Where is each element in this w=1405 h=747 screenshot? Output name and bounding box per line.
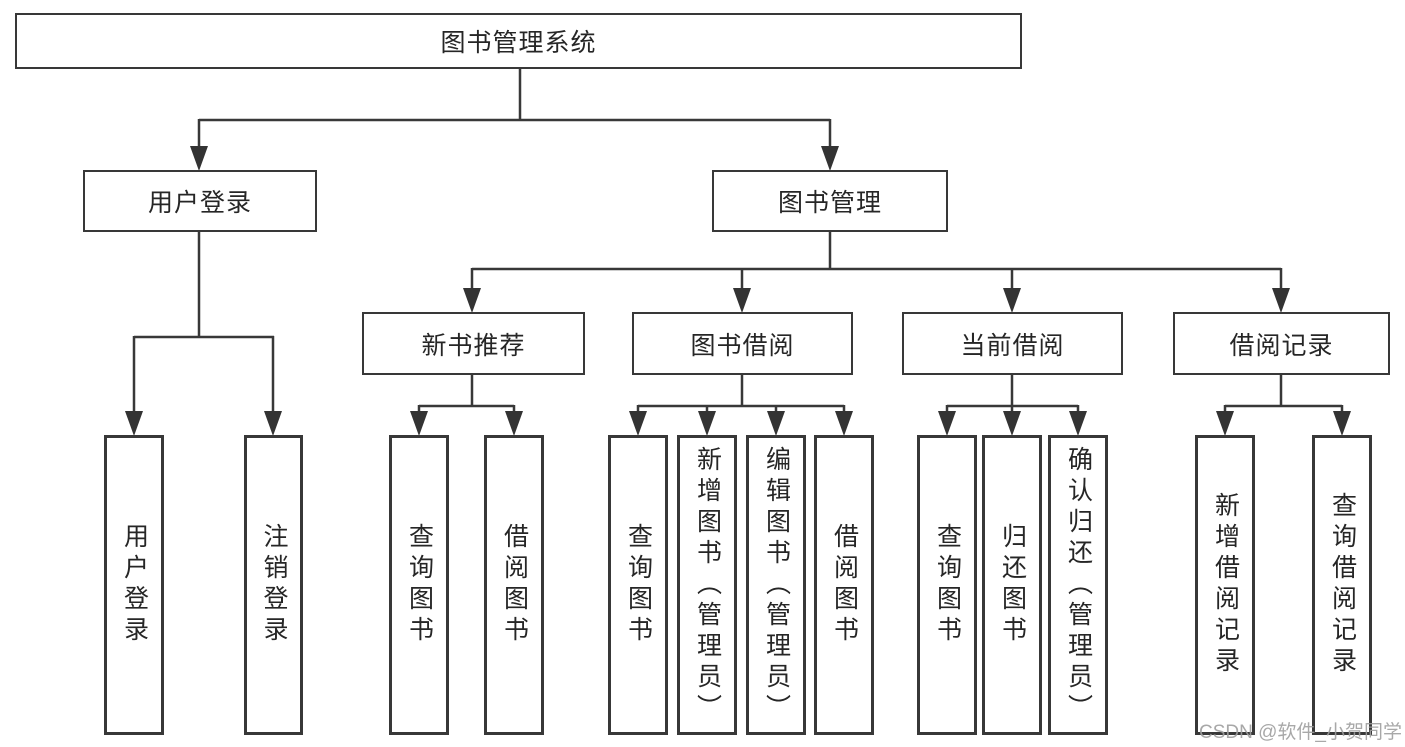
arrow-down-icon — [938, 411, 956, 436]
connector-records-to-leaves — [1223, 375, 1344, 416]
node-leaf-current-query-books: 查询图书 — [917, 435, 977, 735]
arrow-down-icon — [1003, 288, 1021, 313]
arrow-down-icon — [1333, 411, 1351, 436]
node-leaf-edit-books-admin: 编辑图书（管理员） — [746, 435, 806, 735]
arrowheads — [125, 146, 1351, 436]
node-leaf-logout: 注销登录 — [244, 435, 303, 735]
arrow-down-icon — [698, 411, 716, 436]
leaf-label: 借阅图书 — [500, 523, 529, 647]
connector-userlogin-to-leaves — [132, 232, 275, 415]
arrow-down-icon — [1003, 411, 1021, 436]
node-leaf-query-borrow-record: 查询借阅记录 — [1312, 435, 1372, 735]
connector-current-to-leaves — [945, 375, 1080, 416]
arrow-down-icon — [125, 411, 143, 436]
leaf-label: 编辑图书（管理员） — [762, 445, 791, 725]
arrow-down-icon — [1069, 411, 1087, 436]
node-book-borrowing: 图书借阅 — [632, 312, 853, 375]
leaf-label: 查询图书 — [405, 523, 434, 647]
arrow-down-icon — [264, 411, 282, 436]
node-leaf-add-books-admin: 新增图书（管理员） — [677, 435, 737, 735]
arrow-down-icon — [629, 411, 647, 436]
node-leaf-borrow-query-books: 查询图书 — [608, 435, 668, 735]
arrow-down-icon — [410, 411, 428, 436]
node-leaf-add-borrow-record: 新增借阅记录 — [1195, 435, 1255, 735]
leaf-label: 归还图书 — [998, 523, 1027, 647]
node-user-login-branch: 用户登录 — [83, 170, 317, 232]
node-leaf-borrow-borrow-books: 借阅图书 — [814, 435, 874, 735]
node-leaf-user-login: 用户登录 — [104, 435, 164, 735]
leaf-label: 查询图书 — [624, 523, 653, 647]
arrow-down-icon — [1216, 411, 1234, 436]
arrow-down-icon — [767, 411, 785, 436]
leaf-label: 借阅图书 — [830, 523, 859, 647]
leaf-label: 查询借阅记录 — [1328, 492, 1357, 678]
arrow-down-icon — [821, 146, 839, 171]
node-leaf-recommend-query-books: 查询图书 — [389, 435, 449, 735]
node-leaf-confirm-return-admin: 确认归还（管理员） — [1048, 435, 1108, 735]
leaf-label: 新增图书（管理员） — [693, 445, 722, 725]
leaf-label: 注销登录 — [260, 523, 288, 647]
node-new-book-recommend: 新书推荐 — [362, 312, 585, 375]
connector-borrowing-to-leaves — [636, 375, 846, 416]
connector-bookmgmt-to-level3 — [470, 232, 1283, 293]
leaf-label: 新增借阅记录 — [1211, 492, 1240, 678]
arrow-down-icon — [733, 288, 751, 313]
csdn-watermark: CSDN @软件_小贺同学 — [1199, 722, 1402, 743]
arrow-down-icon — [835, 411, 853, 436]
node-borrowing-records: 借阅记录 — [1173, 312, 1390, 375]
connector-recommend-to-leaves — [417, 375, 516, 416]
node-current-borrowing: 当前借阅 — [902, 312, 1123, 375]
node-book-management-branch: 图书管理 — [712, 170, 948, 232]
leaf-label: 确认归还（管理员） — [1064, 445, 1093, 725]
connector-root-to-branches — [197, 69, 832, 150]
node-library-management-system: 图书管理系统 — [15, 13, 1022, 69]
arrow-down-icon — [1272, 288, 1290, 313]
arrow-down-icon — [190, 146, 208, 171]
arrow-down-icon — [505, 411, 523, 436]
leaf-label: 用户登录 — [120, 523, 149, 647]
arrow-down-icon — [463, 288, 481, 313]
node-leaf-recommend-borrow-books: 借阅图书 — [484, 435, 544, 735]
leaf-label: 查询图书 — [933, 523, 962, 647]
node-leaf-return-books: 归还图书 — [982, 435, 1042, 735]
